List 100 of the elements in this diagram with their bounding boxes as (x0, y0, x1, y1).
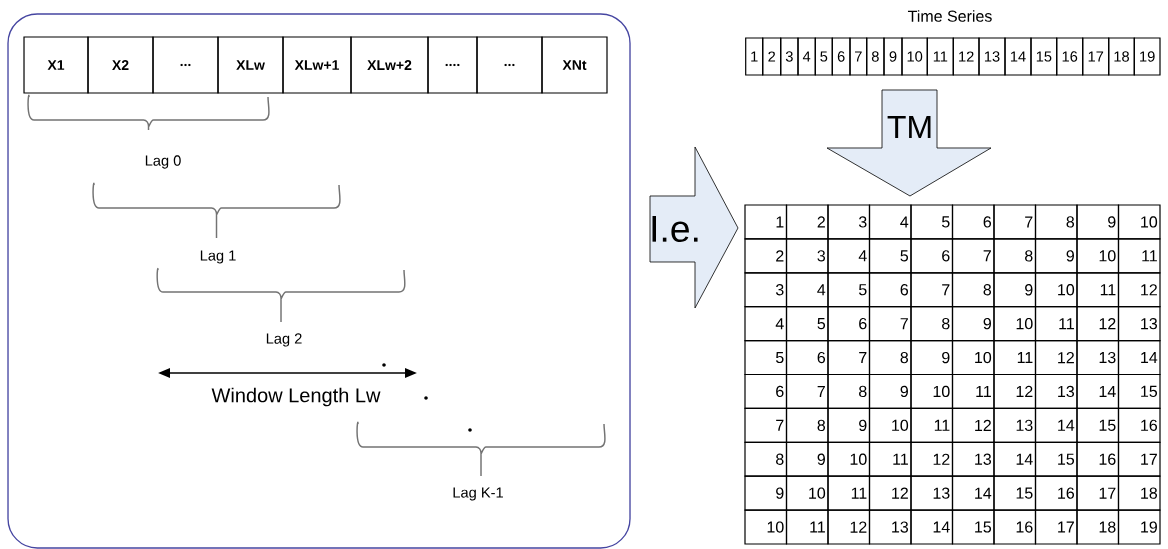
table-cell: 9 (1076, 204, 1120, 240)
table-cell: 9 (993, 272, 1037, 308)
table-cell: 12 (1034, 340, 1078, 376)
table-cell: 16 (1056, 37, 1084, 76)
table-cell: 7 (951, 238, 995, 274)
table-cell: 4 (744, 306, 788, 342)
table-cell: 16 (1117, 407, 1161, 443)
table-cell: 15 (1030, 37, 1058, 76)
table-cell: 8 (993, 238, 1037, 274)
table-cell: 12 (993, 373, 1037, 409)
table-cell: 7 (910, 272, 954, 308)
table-cell: 10 (785, 475, 829, 511)
table-cell: 13 (1117, 306, 1161, 342)
table-cell: 7 (849, 37, 868, 76)
table-cell: 5 (827, 272, 871, 308)
table-cell: 5 (868, 238, 912, 274)
table-cell: 2 (762, 37, 782, 76)
table-cell: 11 (1076, 272, 1120, 308)
table-cell: 7 (993, 204, 1037, 240)
table-cell: 6 (785, 340, 829, 376)
table-cell: 13 (1076, 340, 1120, 376)
table-cell: 8 (827, 373, 871, 409)
table-cell: 7 (827, 340, 871, 376)
table-cell: 8 (1034, 204, 1078, 240)
table-cell: 11 (1034, 306, 1078, 342)
table-cell: 12 (868, 475, 912, 511)
table-cell: 8 (785, 407, 829, 443)
table-cell: XLw+2 (350, 36, 429, 94)
table-cell: 3 (780, 37, 799, 76)
table-cell: 13 (978, 37, 1006, 76)
table-cell: 18 (1076, 509, 1120, 545)
table-cell: 19 (1133, 37, 1161, 76)
table-cell: 9 (785, 441, 829, 477)
table-cell: 12 (1117, 272, 1161, 308)
table-cell: 11 (868, 441, 912, 477)
table-cell: 3 (827, 204, 871, 240)
lag-label: Lag 2 (264, 332, 304, 348)
table-cell: 9 (883, 37, 903, 76)
table-cell: 17 (1117, 441, 1161, 477)
table-cell: 10 (868, 407, 912, 443)
table-cell: 19 (1117, 509, 1161, 545)
table-cell: 4 (827, 238, 871, 274)
table-cell: 7 (785, 373, 829, 409)
table-cell: 4 (797, 37, 816, 76)
table-cell: 5 (814, 37, 833, 76)
table-cell: 11 (1117, 238, 1161, 274)
table-cell: 16 (1034, 475, 1078, 511)
table-cell: 11 (827, 475, 871, 511)
lag-label: Lag 0 (143, 154, 183, 170)
table-cell: 8 (910, 306, 954, 342)
table-cell: 5 (785, 306, 829, 342)
table-cell: 13 (993, 407, 1037, 443)
table-cell: 10 (951, 340, 995, 376)
table-cell: 2 (744, 238, 788, 274)
table-cell: 18 (1117, 475, 1161, 511)
table-cell: 5 (744, 340, 788, 376)
table-cell: 9 (951, 306, 995, 342)
table-cell: 10 (901, 37, 928, 76)
table-cell: 14 (1034, 407, 1078, 443)
table-cell: 8 (866, 37, 885, 76)
table-cell: X2 (87, 36, 154, 94)
table-cell: 15 (1034, 441, 1078, 477)
table-cell: XNt (541, 36, 608, 94)
table-cell: 9 (827, 407, 871, 443)
table-cell: 14 (1004, 37, 1032, 76)
table-cell: 16 (993, 509, 1037, 545)
table-cell: 14 (1076, 373, 1120, 409)
table-cell: 10 (910, 373, 954, 409)
table-cell: 11 (951, 373, 995, 409)
table-cell: 13 (868, 509, 912, 545)
table-cell: 11 (993, 340, 1037, 376)
table-cell: 9 (744, 475, 788, 511)
table-cell: 3 (744, 272, 788, 308)
table-cell: ... (152, 36, 219, 94)
table-cell: 10 (1117, 204, 1161, 240)
table-cell: 15 (951, 509, 995, 545)
table-cell: 6 (827, 306, 871, 342)
table-cell: 2 (785, 204, 829, 240)
table-cell: 6 (951, 204, 995, 240)
table-cell: ... (476, 36, 543, 94)
table-cell: 14 (1117, 340, 1161, 376)
table-cell: 12 (827, 509, 871, 545)
table-cell: 6 (831, 37, 851, 76)
table-cell: 15 (1117, 373, 1161, 409)
table-cell: XLw+1 (282, 36, 352, 94)
table-cell: 9 (910, 340, 954, 376)
table-cell: 12 (951, 407, 995, 443)
lag-label: Lag 1 (198, 249, 238, 265)
table-cell: 14 (993, 441, 1037, 477)
table-cell: 10 (744, 509, 788, 545)
table-cell: 7 (744, 407, 788, 443)
table-cell: 10 (827, 441, 871, 477)
table-cell: 8 (951, 272, 995, 308)
dimension-label: Window Length Lw (210, 386, 382, 408)
table-cell: 10 (1034, 272, 1078, 308)
table-cell: X1 (23, 36, 89, 94)
table-cell: 3 (785, 238, 829, 274)
table-cell: 13 (1034, 373, 1078, 409)
table-cell: 17 (1076, 475, 1120, 511)
table-cell: 14 (951, 475, 995, 511)
